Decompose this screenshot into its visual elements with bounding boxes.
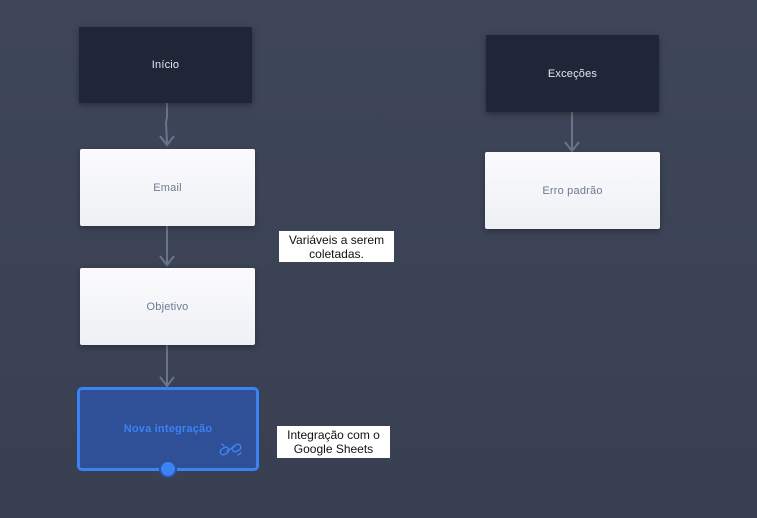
node-default-error-label: Erro padrão bbox=[542, 184, 603, 197]
integration-output-handle[interactable] bbox=[161, 462, 175, 476]
connector-objective-integration bbox=[159, 345, 175, 388]
connector-exceptions-error bbox=[564, 112, 580, 153]
integration-note: Integração com o Google Sheets bbox=[277, 426, 390, 458]
variables-note-line1: Variáveis a serem bbox=[288, 233, 385, 247]
node-new-integration[interactable]: Nova integração bbox=[77, 387, 259, 471]
node-objective-label: Objetivo bbox=[146, 300, 189, 313]
connector-start-email bbox=[159, 103, 175, 147]
node-new-integration-label: Nova integração bbox=[123, 423, 213, 435]
link-icon bbox=[219, 443, 242, 456]
integration-note-line1: Integração com o bbox=[287, 428, 380, 442]
node-exceptions[interactable]: Exceções bbox=[486, 35, 659, 112]
node-start-label: Início bbox=[151, 59, 180, 71]
integration-note-line2: Google Sheets bbox=[293, 442, 374, 456]
variables-note: Variáveis a serem coletadas. bbox=[279, 231, 394, 262]
node-email-label: Email bbox=[153, 181, 182, 194]
node-default-error[interactable]: Erro padrão bbox=[485, 152, 660, 229]
node-exceptions-label: Exceções bbox=[547, 67, 598, 80]
node-objective[interactable]: Objetivo bbox=[80, 268, 255, 345]
variables-note-line2: coletadas. bbox=[309, 247, 364, 261]
node-email[interactable]: Email bbox=[80, 149, 255, 226]
node-start[interactable]: Início bbox=[79, 27, 252, 103]
connector-email-objective bbox=[159, 226, 175, 267]
